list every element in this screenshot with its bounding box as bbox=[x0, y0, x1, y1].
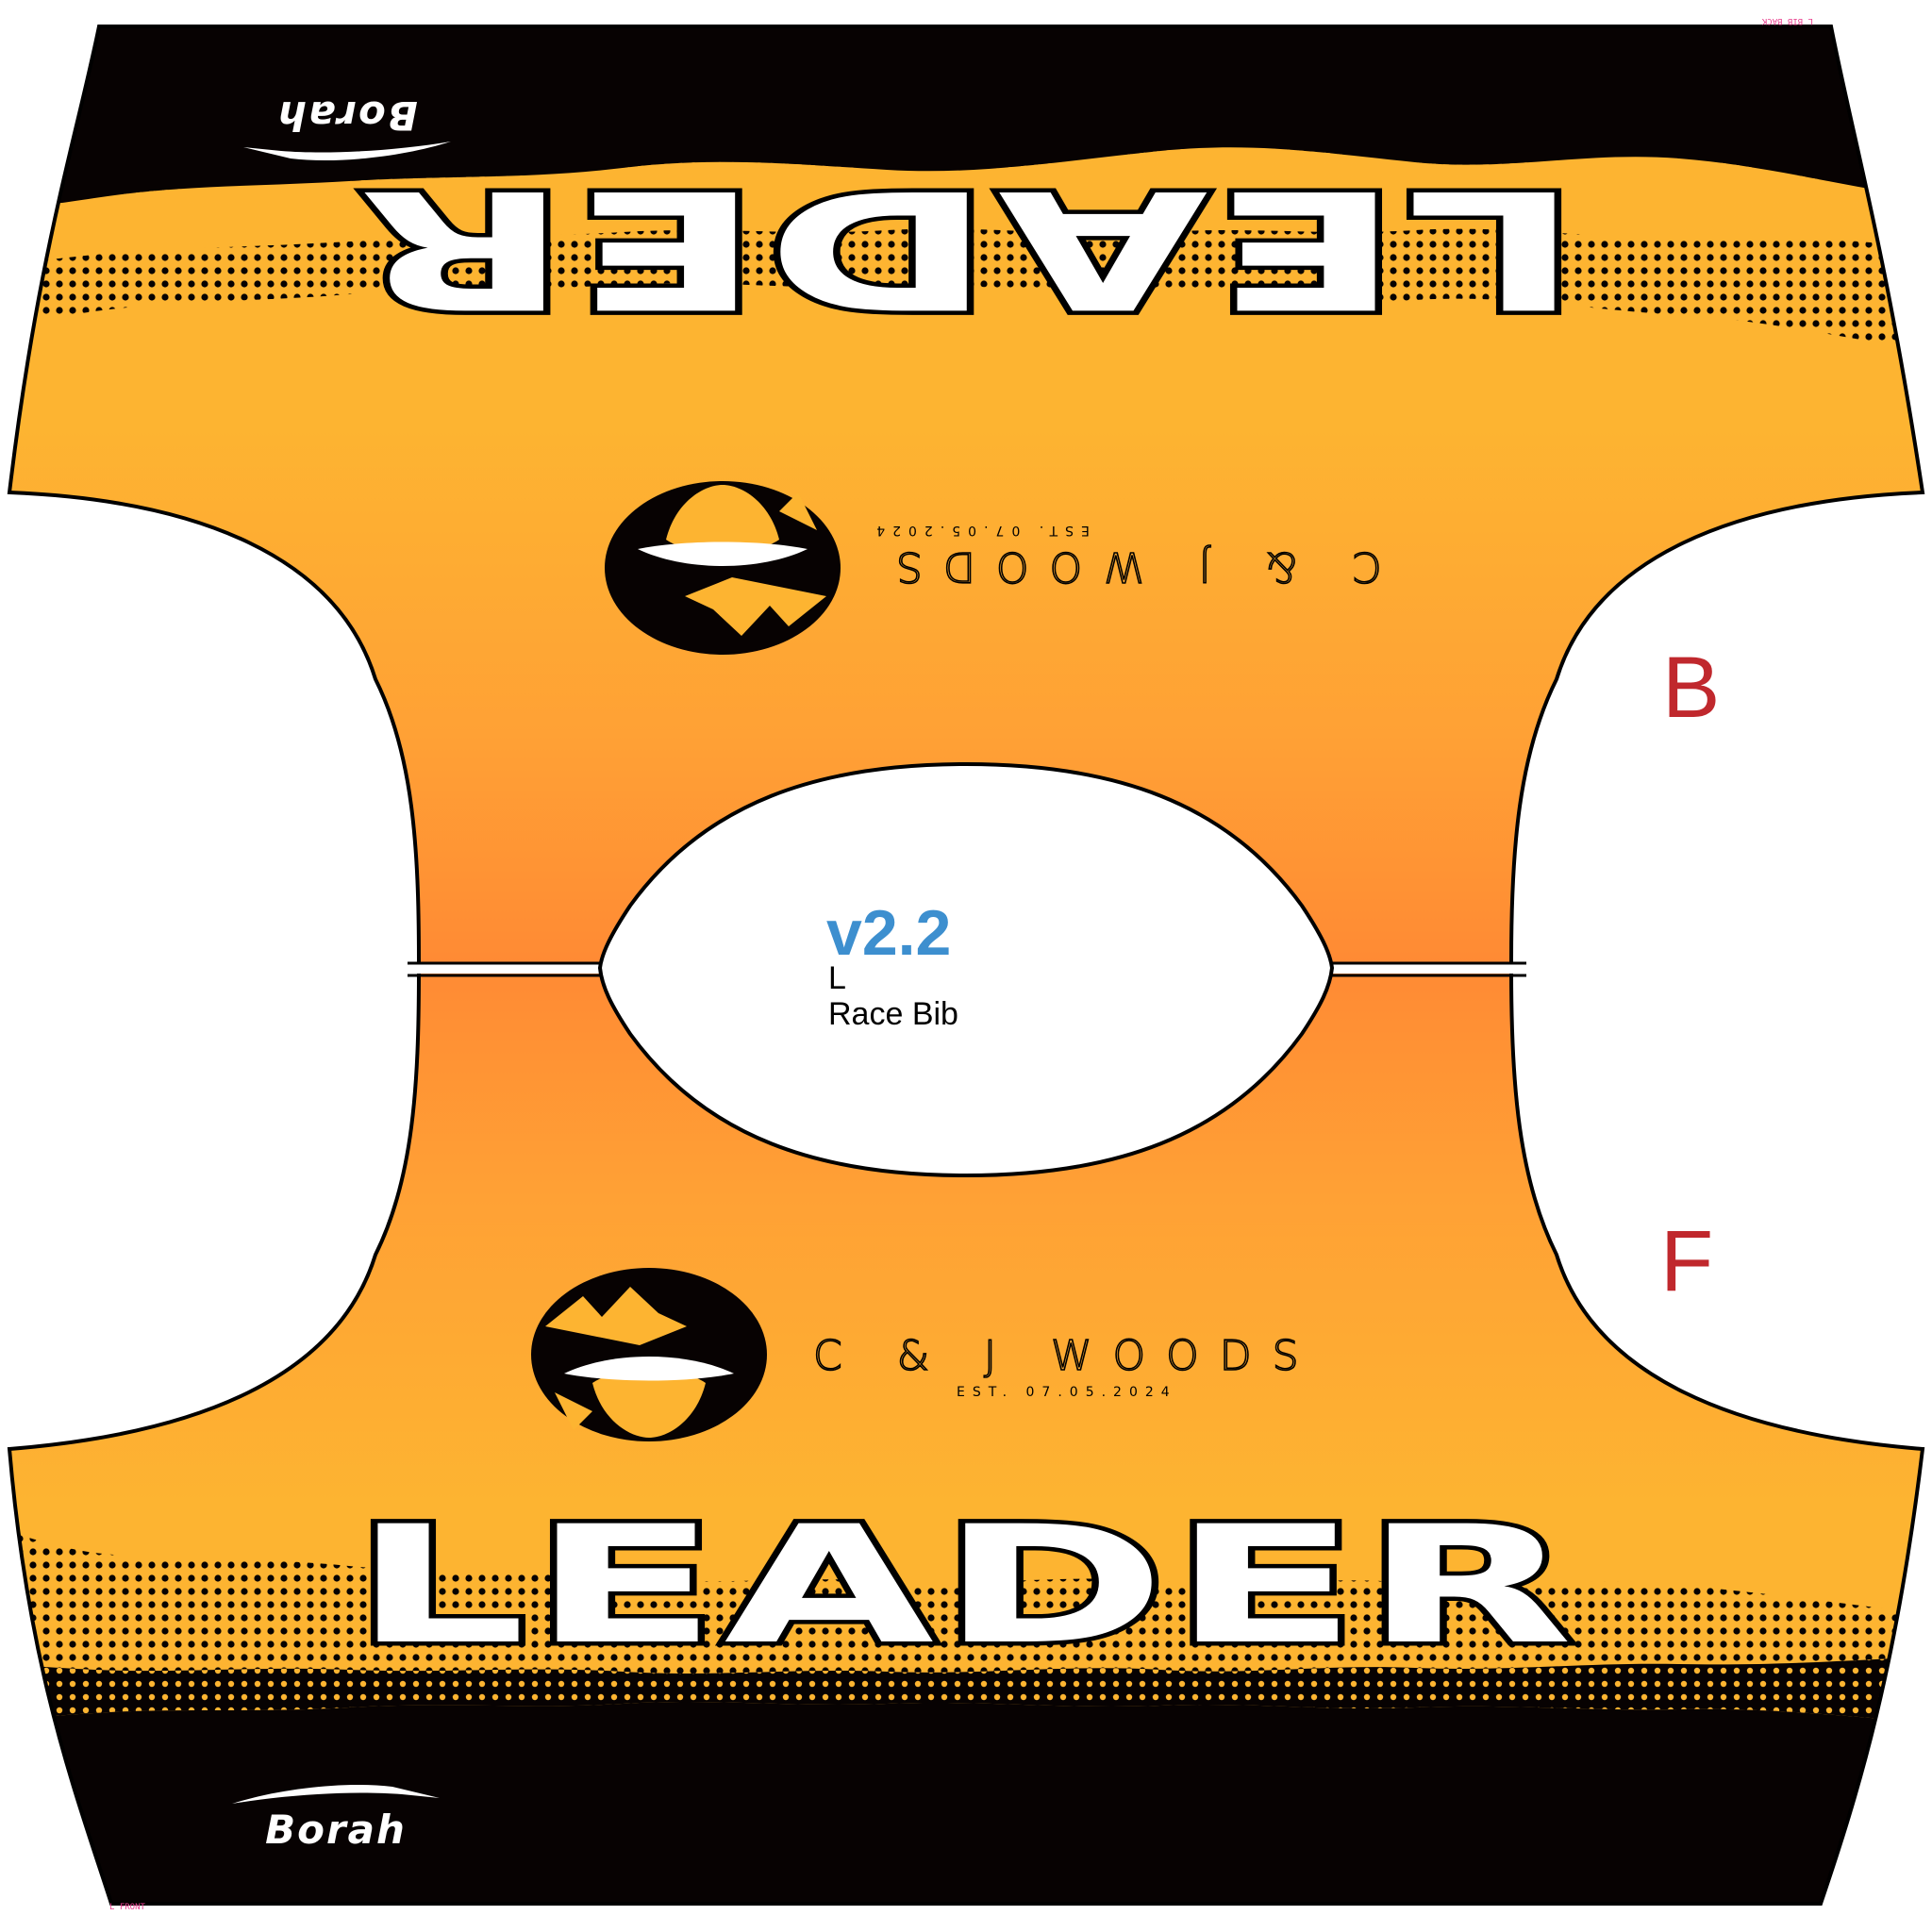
back-established: EST. 07.05.2024 bbox=[869, 523, 1090, 538]
front-side-marker: F bbox=[1660, 1213, 1713, 1309]
borah-swoosh-icon bbox=[243, 142, 451, 160]
back-company-name: C & J WOODS bbox=[875, 542, 1382, 591]
back-corner-tag: L BIB BACK bbox=[1761, 16, 1813, 25]
center-label-oval: v2.2 L Race Bib bbox=[597, 761, 1335, 1178]
back-headline: LEADER bbox=[353, 154, 1579, 343]
front-company-logo: C & J WOODS EST. 07.05.2024 bbox=[531, 1268, 1320, 1441]
borah-swoosh-icon bbox=[232, 1785, 440, 1804]
front-brand-logo: Borah bbox=[232, 1785, 440, 1853]
front-established: EST. 07.05.2024 bbox=[957, 1385, 1177, 1400]
version-label: v2.2 bbox=[826, 897, 951, 969]
front-headline: LEADER bbox=[353, 1491, 1579, 1680]
mountain-hat-logo-icon bbox=[531, 1268, 767, 1441]
front-corner-tag: L FRONT bbox=[109, 1903, 146, 1912]
back-company-logo: C & J WOODS EST. 07.05.2024 bbox=[605, 481, 1382, 655]
front-company-name: C & J WOODS bbox=[813, 1332, 1320, 1380]
back-brand-logo: Borah bbox=[243, 92, 451, 160]
mountain-hat-logo-icon bbox=[605, 481, 841, 655]
front-panel: C & J WOODS EST. 07.05.2024 LEADER Borah… bbox=[109, 1268, 1580, 1912]
top-black-band bbox=[9, 26, 1923, 351]
bib-outline bbox=[7, 25, 1925, 1906]
back-side-marker: B bbox=[1662, 640, 1720, 736]
back-brand-name: Borah bbox=[276, 92, 418, 139]
bottom-black-band bbox=[9, 1528, 1923, 1904]
size-label: L bbox=[828, 960, 846, 996]
product-label: Race Bib bbox=[828, 996, 958, 1032]
back-panel: LEADER C & J WOODS EST. 07.05.2024 Borah… bbox=[243, 16, 1813, 655]
front-brand-name: Borah bbox=[265, 1807, 407, 1853]
